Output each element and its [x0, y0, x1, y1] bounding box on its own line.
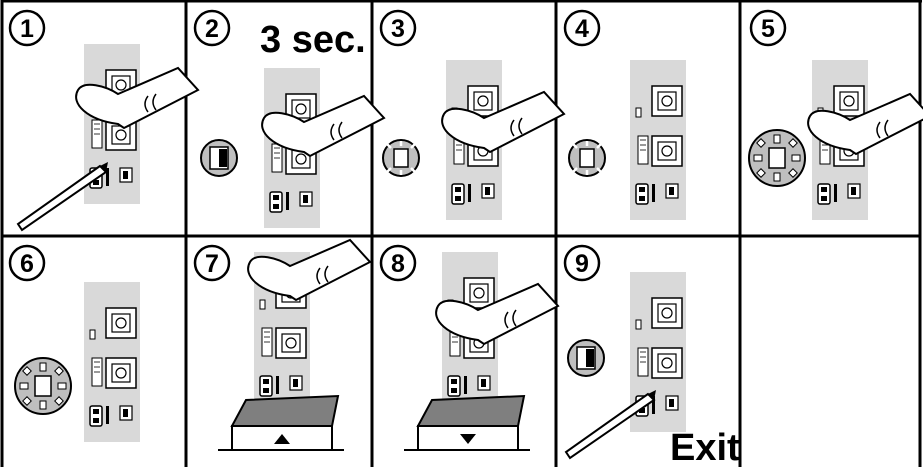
step-number: 7 — [205, 250, 219, 278]
blinking-led-badge — [381, 138, 421, 178]
panel-step-4: 4 — [563, 9, 687, 221]
blinking-led-badge — [567, 138, 607, 178]
step-caption: Exit — [670, 427, 740, 467]
panel-step-9: 9 Exit — [563, 244, 740, 467]
step-number-circle — [563, 9, 601, 47]
step-number-circle — [379, 9, 417, 47]
device-strip — [629, 59, 687, 221]
step-number: 8 — [391, 250, 405, 278]
panel-step-3: 3 — [379, 9, 565, 221]
step-number-circle — [193, 9, 231, 47]
led-badge — [200, 139, 238, 177]
device-strip — [83, 281, 141, 443]
dial-icon — [748, 129, 806, 187]
step-number: 5 — [761, 15, 775, 43]
step-number-circle — [8, 244, 46, 282]
step-number-circle — [749, 9, 787, 47]
step-number-circle — [193, 244, 231, 282]
step-number-circle — [379, 244, 417, 282]
step-number: 1 — [20, 15, 34, 43]
panel-step-5: 5 — [748, 9, 923, 221]
step-number: 6 — [20, 250, 34, 278]
step-number: 4 — [575, 15, 589, 43]
panel-step-7: 7 — [193, 239, 371, 451]
dial-icon — [14, 357, 72, 415]
step-number: 9 — [575, 250, 589, 278]
panel-step-1: 1 — [8, 9, 199, 231]
panel-step-8: 8 — [379, 244, 559, 451]
panel-step-6: 6 — [8, 244, 141, 443]
step-caption: 3 sec. — [260, 19, 366, 61]
lid-up-icon — [217, 395, 345, 451]
panel-step-2: 2 3 sec. — [193, 9, 385, 229]
step-number-circle — [563, 244, 601, 282]
step-number-circle — [8, 9, 46, 47]
led-badge — [567, 339, 605, 377]
step-number: 3 — [391, 15, 405, 43]
lid-down-icon — [403, 395, 531, 451]
step-number: 2 — [205, 15, 219, 43]
